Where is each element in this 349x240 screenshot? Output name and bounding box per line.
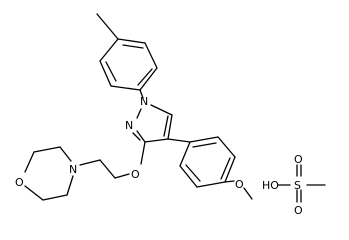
- molecule-diagram: N N O O N O: [15, 13, 326, 217]
- morpholinoethoxy-group: O N O: [15, 141, 146, 201]
- morpholine-n-label: N: [69, 163, 77, 176]
- sulfonic-ho-label: HO: [262, 179, 279, 192]
- morpholine-o-label: O: [15, 176, 24, 189]
- sulfonyl-o-bottom-label: O: [294, 204, 303, 217]
- sulfur-label: S: [294, 179, 301, 192]
- tolyl-group: [96, 13, 158, 99]
- pyrazole-n1-label: N: [140, 95, 148, 108]
- methoxy-o-label: O: [235, 178, 244, 191]
- ether-o-label: O: [131, 168, 140, 181]
- methanesulfonic-acid: HO S O O: [262, 153, 326, 217]
- pyrazole-ring: N N: [125, 95, 173, 143]
- pyrazole-n2-label: N: [125, 119, 133, 132]
- sulfonyl-o-top-label: O: [294, 153, 303, 166]
- methoxyphenyl-group: O: [167, 136, 253, 200]
